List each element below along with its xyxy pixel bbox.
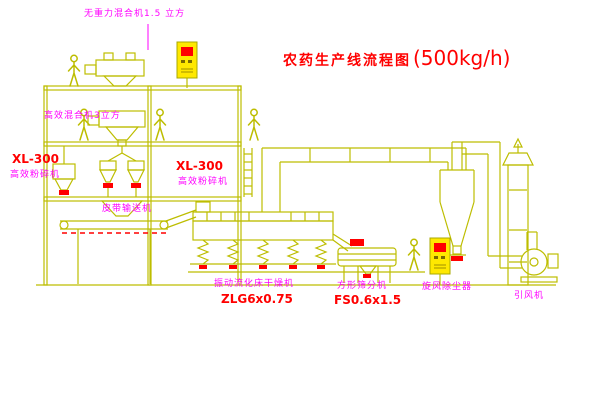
feed-hoppers <box>99 146 145 197</box>
label-fan-name: 引风机 <box>514 291 545 301</box>
label-dryer-model: ZLG6x0.75 <box>221 292 293 306</box>
worker-figure-1 <box>67 54 81 87</box>
label-top-mixer: 无重力混合机1.5 立方 <box>84 9 186 19</box>
label-dryer-name: 振动流化床干燥机 <box>214 279 295 289</box>
transfer-chute <box>165 209 197 229</box>
title-capacity: (500kg/h) <box>413 46 511 70</box>
discharge-cone <box>100 200 144 217</box>
left-pulverizer <box>52 146 76 195</box>
cyclone-separator <box>439 142 475 261</box>
exhaust-stack <box>502 137 534 286</box>
diagram-title: 农药生产线流程图 (500kg/h) <box>283 46 510 70</box>
label-left-mill-model: XL-300 <box>12 152 59 166</box>
label-cyclone-name: 旋风除尘器 <box>422 282 473 292</box>
label-right-mill-name: 高效粉碎机 <box>178 177 229 187</box>
cyclone-to-fan-duct <box>452 141 522 269</box>
label-belt-conveyor: 皮带输送机 <box>102 204 153 214</box>
worker-figure-5 <box>407 238 421 271</box>
ladder <box>243 148 253 197</box>
fluid-bed-dryer <box>188 201 425 273</box>
square-sieve <box>332 233 397 283</box>
control-panel-1 <box>176 41 198 88</box>
title-text: 农药生产线流程图 <box>283 53 411 69</box>
control-panel-2 <box>429 237 451 285</box>
label-sieve-name: 方形筛分机 <box>337 281 388 291</box>
high-efficiency-mixer <box>87 110 146 147</box>
building-frame <box>36 85 556 286</box>
worker-figure-4 <box>247 108 261 141</box>
belt-conveyor <box>59 220 169 284</box>
label-sieve-model: FS0.6x1.5 <box>334 293 402 307</box>
main-duct <box>261 147 467 212</box>
worker-figure-3 <box>153 108 167 141</box>
induced-draft-fan <box>520 231 559 283</box>
label-left-mill-name: 高效粉碎机 <box>10 170 61 180</box>
label-right-mill-model: XL-300 <box>176 159 223 173</box>
gravity-mixer <box>84 52 145 87</box>
label-mid-mixer: 高效混合机3立方 <box>44 111 121 121</box>
